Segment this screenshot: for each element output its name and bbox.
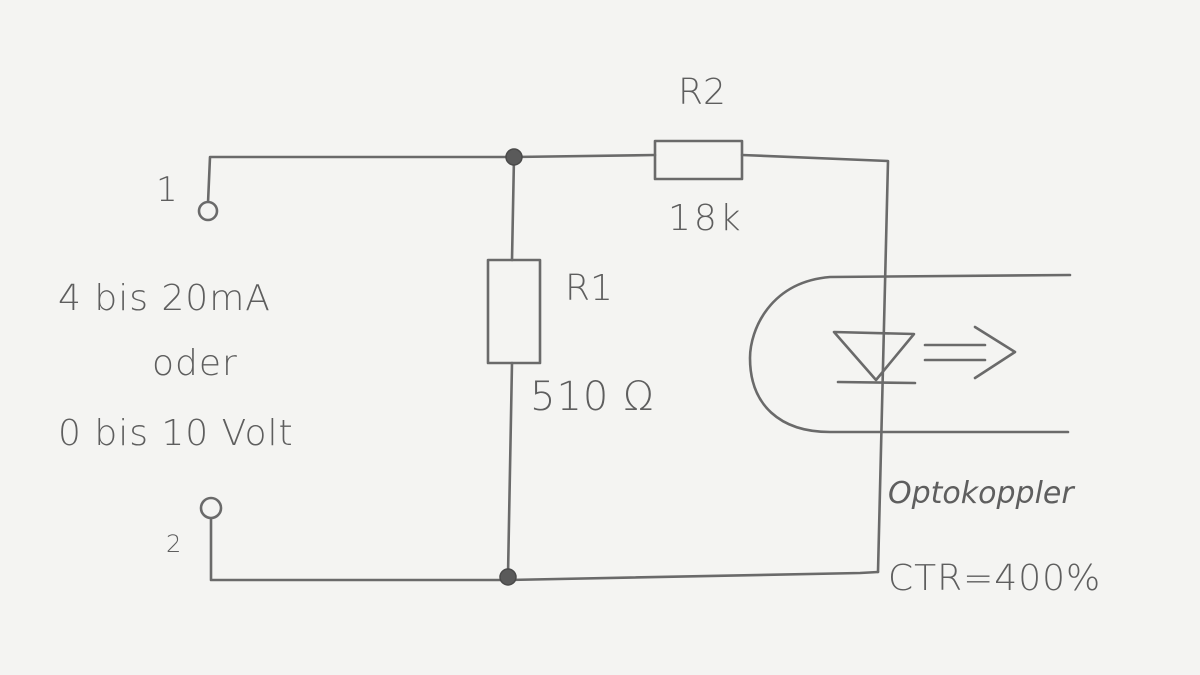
light-arrow-icon (923, 325, 1017, 380)
led-diode-triangle (832, 330, 916, 382)
terminal-2-circle (199, 496, 223, 520)
r1-bottom-wire (506, 361, 514, 577)
input-spec-line-2: oder (152, 343, 238, 384)
top-right-wire (740, 153, 890, 574)
r1-value-label: 510 Ω (530, 374, 655, 420)
r2-value-label: 18k (668, 198, 744, 239)
optocoupler-housing (748, 273, 1072, 434)
terminal-1-circle (197, 200, 219, 222)
top-wire (206, 153, 657, 205)
r1-name-label: R1 (565, 268, 613, 309)
input-spec-line-1: 4 bis 20mA (58, 278, 271, 319)
bottom-wire (209, 515, 880, 582)
led-diode-bar (836, 380, 917, 385)
r1-top-wire (510, 155, 516, 262)
junction-top (505, 148, 523, 166)
optocoupler-name-label: Optokoppler (888, 476, 1074, 511)
terminal-1-label: 1 (156, 170, 178, 210)
input-spec-line-3: 0 bis 10 Volt (58, 413, 294, 454)
r2-resistor-body (653, 139, 744, 181)
junction-bottom (499, 568, 517, 586)
optocoupler-ctr-label: CTR=400% (888, 558, 1102, 599)
r1-resistor-body (486, 258, 542, 365)
terminal-2-label: 2 (166, 530, 182, 558)
r2-name-label: R2 (678, 72, 726, 113)
